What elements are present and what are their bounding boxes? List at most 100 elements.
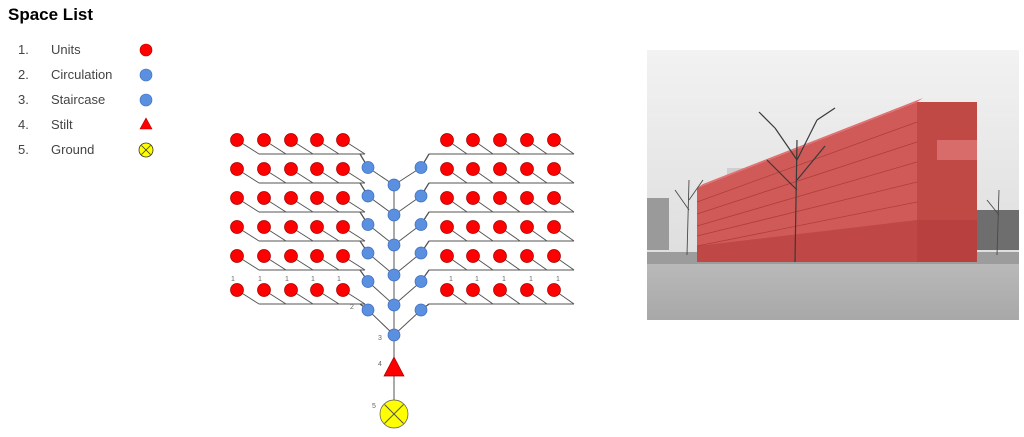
unit-node bbox=[230, 249, 244, 263]
circulation-node bbox=[361, 275, 375, 288]
unit-node bbox=[466, 220, 480, 234]
legend-label: Stilt bbox=[51, 117, 73, 132]
unit-node bbox=[440, 249, 454, 263]
unit-node bbox=[520, 220, 534, 234]
staircase-node bbox=[387, 328, 401, 342]
unit-node bbox=[336, 191, 350, 205]
staircase-node bbox=[387, 178, 401, 192]
node-number-label: 1 bbox=[449, 276, 453, 283]
unit-node bbox=[547, 191, 561, 205]
crossed-circle-icon bbox=[138, 142, 154, 158]
unit-node bbox=[547, 133, 561, 147]
unit-node bbox=[493, 249, 507, 263]
unit-node bbox=[440, 133, 454, 147]
legend-item-stilt: 4. Stilt bbox=[18, 115, 178, 140]
red-circle-icon bbox=[139, 43, 153, 57]
circulation-node bbox=[361, 161, 375, 174]
page-title: Space List bbox=[8, 5, 94, 24]
node-number-label: 1 bbox=[337, 276, 341, 283]
circulation-node bbox=[361, 303, 375, 317]
legend-item-circulation: 2. Circulation bbox=[18, 65, 178, 90]
unit-node bbox=[466, 283, 480, 297]
unit-node bbox=[230, 283, 244, 297]
circulation-node bbox=[361, 218, 375, 231]
node-number-label: 1 bbox=[231, 276, 235, 283]
unit-node bbox=[440, 283, 454, 297]
node-number-label: 1 bbox=[502, 276, 506, 283]
blue-circle-icon bbox=[139, 93, 153, 107]
unit-node bbox=[230, 191, 244, 205]
legend-number: 2. bbox=[18, 67, 29, 82]
circulation-node bbox=[414, 246, 428, 260]
circulation-node bbox=[414, 275, 428, 288]
legend-label: Units bbox=[51, 42, 81, 57]
unit-node bbox=[310, 220, 324, 234]
unit-node bbox=[257, 191, 271, 205]
circulation-node bbox=[361, 246, 375, 260]
unit-node bbox=[493, 162, 507, 176]
legend-label: Staircase bbox=[51, 92, 106, 107]
unit-node bbox=[520, 133, 534, 147]
unit-node bbox=[547, 249, 561, 263]
legend-number: 1. bbox=[18, 42, 29, 57]
node-number-label: 2 bbox=[350, 304, 354, 311]
node-number-label: 1 bbox=[556, 276, 560, 283]
node-number-label: 1 bbox=[475, 276, 479, 283]
unit-node bbox=[257, 283, 271, 297]
connector-lines bbox=[236, 139, 575, 400]
staircase-node bbox=[387, 208, 401, 222]
legend-item-staircase: 3. Staircase bbox=[18, 90, 178, 115]
unit-node bbox=[493, 283, 507, 297]
unit-node bbox=[310, 249, 324, 263]
legend-number: 3. bbox=[18, 92, 29, 107]
unit-node bbox=[230, 162, 244, 176]
unit-node bbox=[310, 133, 324, 147]
unit-node bbox=[547, 283, 561, 297]
legend-number: 5. bbox=[18, 142, 29, 157]
unit-node bbox=[257, 249, 271, 263]
unit-node bbox=[257, 133, 271, 147]
unit-node bbox=[284, 249, 298, 263]
staircase-node bbox=[387, 238, 401, 252]
staircase-node bbox=[387, 298, 401, 312]
unit-node bbox=[440, 191, 454, 205]
unit-node bbox=[257, 220, 271, 234]
legend-label: Ground bbox=[51, 142, 95, 157]
unit-node bbox=[310, 162, 324, 176]
unit-node bbox=[466, 162, 480, 176]
unit-node bbox=[493, 191, 507, 205]
unit-node bbox=[547, 220, 561, 234]
building-photo bbox=[647, 50, 1019, 320]
unit-node bbox=[284, 283, 298, 297]
unit-node bbox=[520, 283, 534, 297]
node-number-label: 1 bbox=[311, 276, 315, 283]
unit-node bbox=[257, 162, 271, 176]
unit-node bbox=[230, 133, 244, 147]
legend-item-units: 1. Units bbox=[18, 40, 178, 65]
unit-node bbox=[284, 162, 298, 176]
node-number-label: 5 bbox=[372, 403, 376, 410]
unit-node bbox=[336, 162, 350, 176]
node-number-label: 4 bbox=[378, 361, 382, 368]
unit-node bbox=[520, 249, 534, 263]
legend-number: 4. bbox=[18, 117, 29, 132]
unit-node bbox=[336, 133, 350, 147]
unit-node bbox=[284, 220, 298, 234]
unit-node bbox=[284, 191, 298, 205]
unit-node bbox=[284, 133, 298, 147]
unit-node bbox=[440, 162, 454, 176]
stilt-node bbox=[383, 356, 405, 377]
unit-node bbox=[230, 220, 244, 234]
unit-node bbox=[547, 162, 561, 176]
unit-node bbox=[493, 220, 507, 234]
circulation-node bbox=[361, 189, 375, 203]
unit-node bbox=[466, 133, 480, 147]
circulation-node bbox=[414, 218, 428, 231]
legend-item-ground: 5. Ground bbox=[18, 140, 178, 165]
unit-node bbox=[440, 220, 454, 234]
ground-cross-line bbox=[384, 404, 404, 424]
unit-node bbox=[310, 191, 324, 205]
space-legend: 1. Units 2. Circulation 3. Staircase 4. … bbox=[18, 40, 178, 165]
